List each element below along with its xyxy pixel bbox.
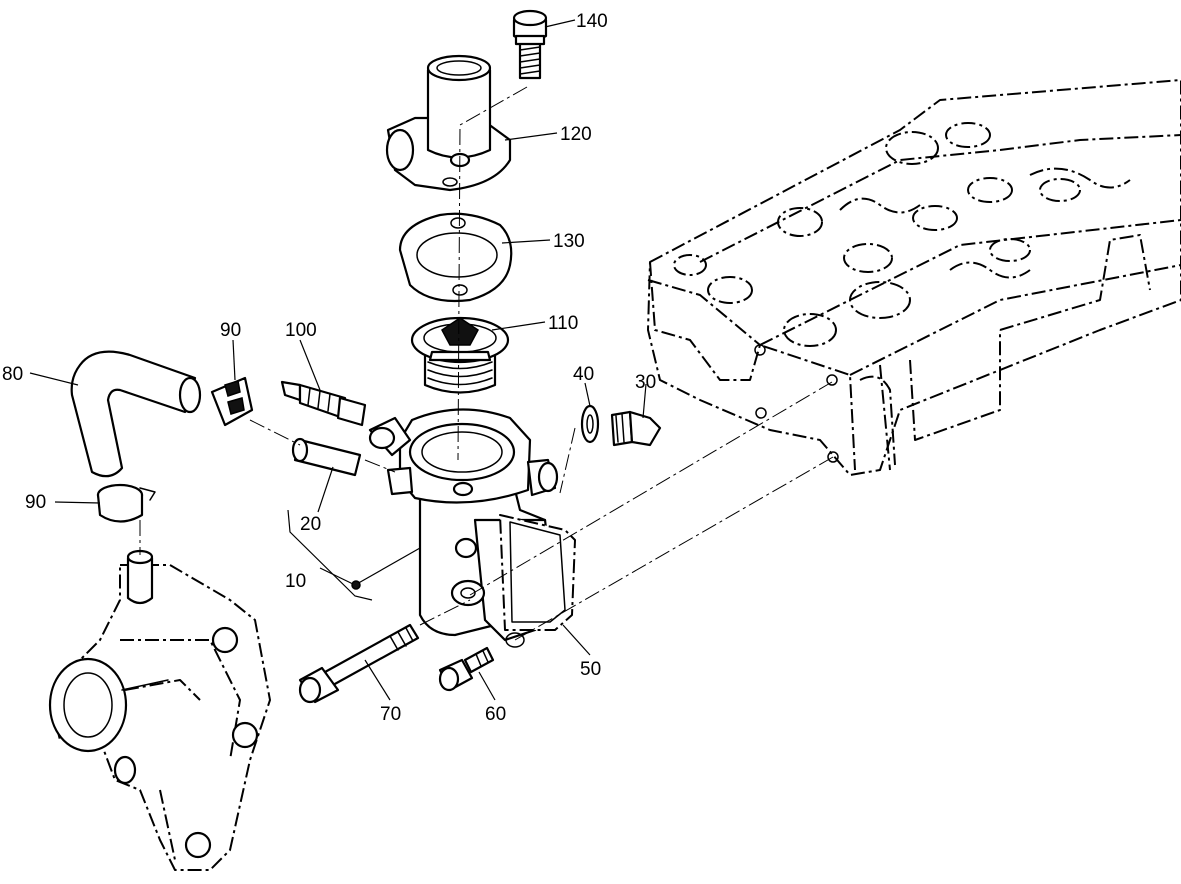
callout-100: 100 [285,320,317,341]
thermostat [410,316,510,394]
callout-labels: 140 120 130 110 100 90 80 90 20 10 40 30… [2,11,656,725]
plug-30 [610,410,662,447]
callout-110: 110 [548,313,578,334]
washer-40 [580,404,600,444]
gasket-upper [398,212,513,303]
water-pump-outline [48,549,271,871]
callout-140: 140 [576,11,608,32]
pipe-20 [291,437,362,477]
callout-30: 30 [635,372,656,393]
bolt-140 [512,9,548,80]
callout-90-lower: 90 [25,492,46,513]
water-outlet-flange [385,54,512,192]
cylinder-head-outline [647,79,1181,476]
assembly-centerlines [139,86,834,641]
callout-40: 40 [573,364,594,385]
callout-80: 80 [2,364,23,385]
leader-lines [29,19,647,701]
hose-80 [70,350,202,478]
callout-130: 130 [553,231,585,252]
callout-90-upper: 90 [220,320,241,341]
thermostat-housing [368,408,576,648]
clamp-90-upper [210,376,254,427]
bolt-60 [438,646,495,692]
bolt-70 [298,623,420,704]
callout-60: 60 [485,704,506,725]
callout-50: 50 [580,659,601,680]
callout-70: 70 [380,704,401,725]
temperature-sensor [280,380,367,427]
callout-10: 10 [285,571,306,592]
clamp-90-lower [96,483,156,523]
callout-120: 120 [560,124,592,145]
callout-20: 20 [300,514,321,535]
